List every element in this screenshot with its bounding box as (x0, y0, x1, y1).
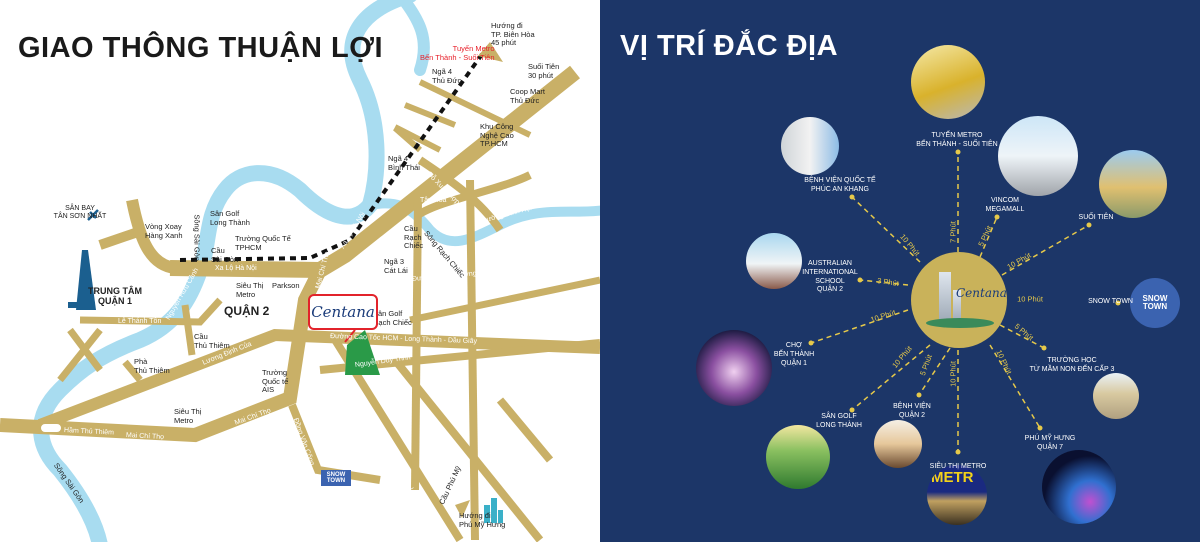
dest-label-sieu-thi-metro: SIÊU THỊ METRO (929, 463, 987, 470)
road-xa-lo-ha-noi: Xa Lộ Hà Nội (215, 265, 257, 272)
photo-australian-school (746, 233, 802, 289)
label-nga3-cat-lai: Ngã 3 Cát Lái (384, 257, 408, 275)
centana-logo: Centana (956, 286, 1007, 300)
road-tay-hoa: Tây Hòa (420, 197, 447, 204)
photo-suoi-tien (1099, 150, 1167, 218)
photo-phu-my-hung (1042, 450, 1116, 524)
river-label-song-sai-gon: Sông Sài Gòn (192, 214, 202, 262)
label-san-golf-rc: Sân Golf Rạch Chiếc (373, 309, 412, 327)
dest-label-snow-town: SNOW TOWN (1088, 298, 1133, 305)
label-cau-thu-thiem: Cầu Thủ Thiêm (194, 332, 230, 350)
dest-label-australian-school: AUSTRALIAN INTERNATIONAL SCHOOL QUẬN 2 (802, 260, 858, 294)
label-san-bay: SÂN BAY TÂN SƠN NHẤT (53, 205, 107, 221)
label-nga4-binh-thai: Ngã 4 Bình Thái (388, 154, 420, 172)
dest-label-suoi-tien: SUỐI TIÊN (1078, 214, 1114, 221)
dest-label-phu-my-hung: PHÚ MỸ HƯNG QUẬN 7 (1024, 435, 1076, 451)
metro-line (179, 48, 487, 262)
label-phu-my-hung: Hướng đi Phú Mỹ Hưng (459, 511, 506, 529)
location-panel: VỊ TRÍ ĐẮC ĐỊA Centana SNOW T (600, 0, 1200, 542)
airplane-icon (87, 209, 99, 221)
photo-sieu-thi-metro: METR (927, 465, 987, 525)
label-suoi-tien: Suối Tiên 30 phút (528, 62, 560, 80)
buildings-icon (484, 498, 503, 523)
map-graphics (0, 0, 600, 542)
snow-town-badge: SNOW TOWN (321, 470, 351, 486)
label-cau-rach-chiec: Cầu Rạch Chiếc (404, 224, 424, 251)
label-truong-ais: Trường Quốc tế AIS (262, 368, 289, 395)
photo-ben-thanh (696, 330, 772, 406)
dest-label-school: TRƯỜNG HỌC TỪ MẦM NON ĐẾN CẤP 3 (1029, 357, 1115, 373)
photo-school (1093, 373, 1139, 419)
centana-logo: Centana (311, 303, 375, 321)
dest-label-vincom: VINCOM MEGAMALL (985, 197, 1025, 213)
label-khu-cong-nghe-cao: Khu Công Nghệ Cao TP.HCM (480, 122, 514, 149)
photo-vincom (998, 116, 1078, 196)
dest-label-metro: TUYẾN METRO BẾN THÀNH - SUỐI TIÊN (916, 132, 998, 148)
photo-phuc-an-khang (781, 117, 839, 175)
road-le-thanh-ton: Lê Thánh Tôn (118, 318, 162, 325)
time-sieu-thi-metro: 10 Phút (948, 361, 958, 387)
arrow-bien-hoa (478, 42, 503, 62)
arrow-phu-my-hung (455, 500, 470, 518)
centana-center-circle: Centana (911, 252, 1007, 348)
bitexco-tower-icon (68, 250, 96, 310)
label-parkson: Parkson (272, 281, 300, 290)
traffic-map-panel: GIAO THÔNG THUẬN LỢI Hướng đi TP. Biên H… (0, 0, 600, 542)
label-pha-thu-thiem: Phà Thủ Thiêm (134, 357, 170, 375)
label-nga4-thu-duc: Ngã 4 Thủ Đức (432, 67, 462, 85)
label-quan-2: QUẬN 2 (224, 304, 270, 318)
photo-hospital-q2 (874, 420, 922, 468)
label-vong-xoay: Vòng Xoay Hàng Xanh (145, 222, 183, 240)
photo-golf (766, 425, 830, 489)
river-top (396, 0, 430, 76)
label-trung-tam-q1: TRUNG TÂM QUẬN 1 (88, 286, 142, 307)
connector-lines (808, 149, 1121, 455)
building-tower (939, 272, 951, 322)
location-title: VỊ TRÍ ĐẮC ĐỊA (620, 30, 839, 62)
label-metro-line: Tuyến Metro Bến Thành - Suối Tiên (420, 44, 495, 62)
map-title: GIAO THÔNG THUẬN LỢI (18, 32, 383, 64)
photo-metro (911, 45, 985, 119)
label-cau-sai-gon: Cầu Sài Gòn (211, 246, 239, 264)
label-san-golf-lt: Sân Golf Long Thành (210, 209, 250, 227)
label-sieu-thi-metro-1: Siêu Thị Metro (236, 281, 264, 299)
dest-label-golf: SÂN GOLF LONG THÀNH (816, 413, 862, 429)
time-snow-town: 10 Phút (1017, 294, 1043, 304)
centana-site (345, 330, 380, 375)
label-sieu-thi-metro-2: Siêu Thị Metro (174, 407, 202, 425)
dest-label-hospital-q2: BỆNH VIỆN QUẬN 2 (893, 403, 931, 419)
metro-sign: METR (931, 469, 974, 486)
centana-location-marker: Centana (308, 294, 378, 330)
label-truong-qt-tphcm: Trường Quốc Tế TPHCM (235, 234, 291, 252)
dest-label-ben-thanh: CHỢ BẾN THÀNH QUẬN 1 (773, 342, 815, 367)
site-landscape (926, 318, 994, 328)
label-coopmart: Coop Mart Thủ Đức (510, 87, 546, 105)
time-metro: 7 Phút (948, 221, 958, 243)
snow-town-badge: SNOW TOWN (1130, 278, 1180, 328)
dest-label-phuc-an-khang: BỆNH VIỆN QUỐC TẾ PHÚC AN KHANG (804, 177, 876, 193)
building-tower (953, 290, 961, 322)
label-bien-hoa: Hướng đi TP. Biên Hòa 45 phút (491, 21, 535, 48)
